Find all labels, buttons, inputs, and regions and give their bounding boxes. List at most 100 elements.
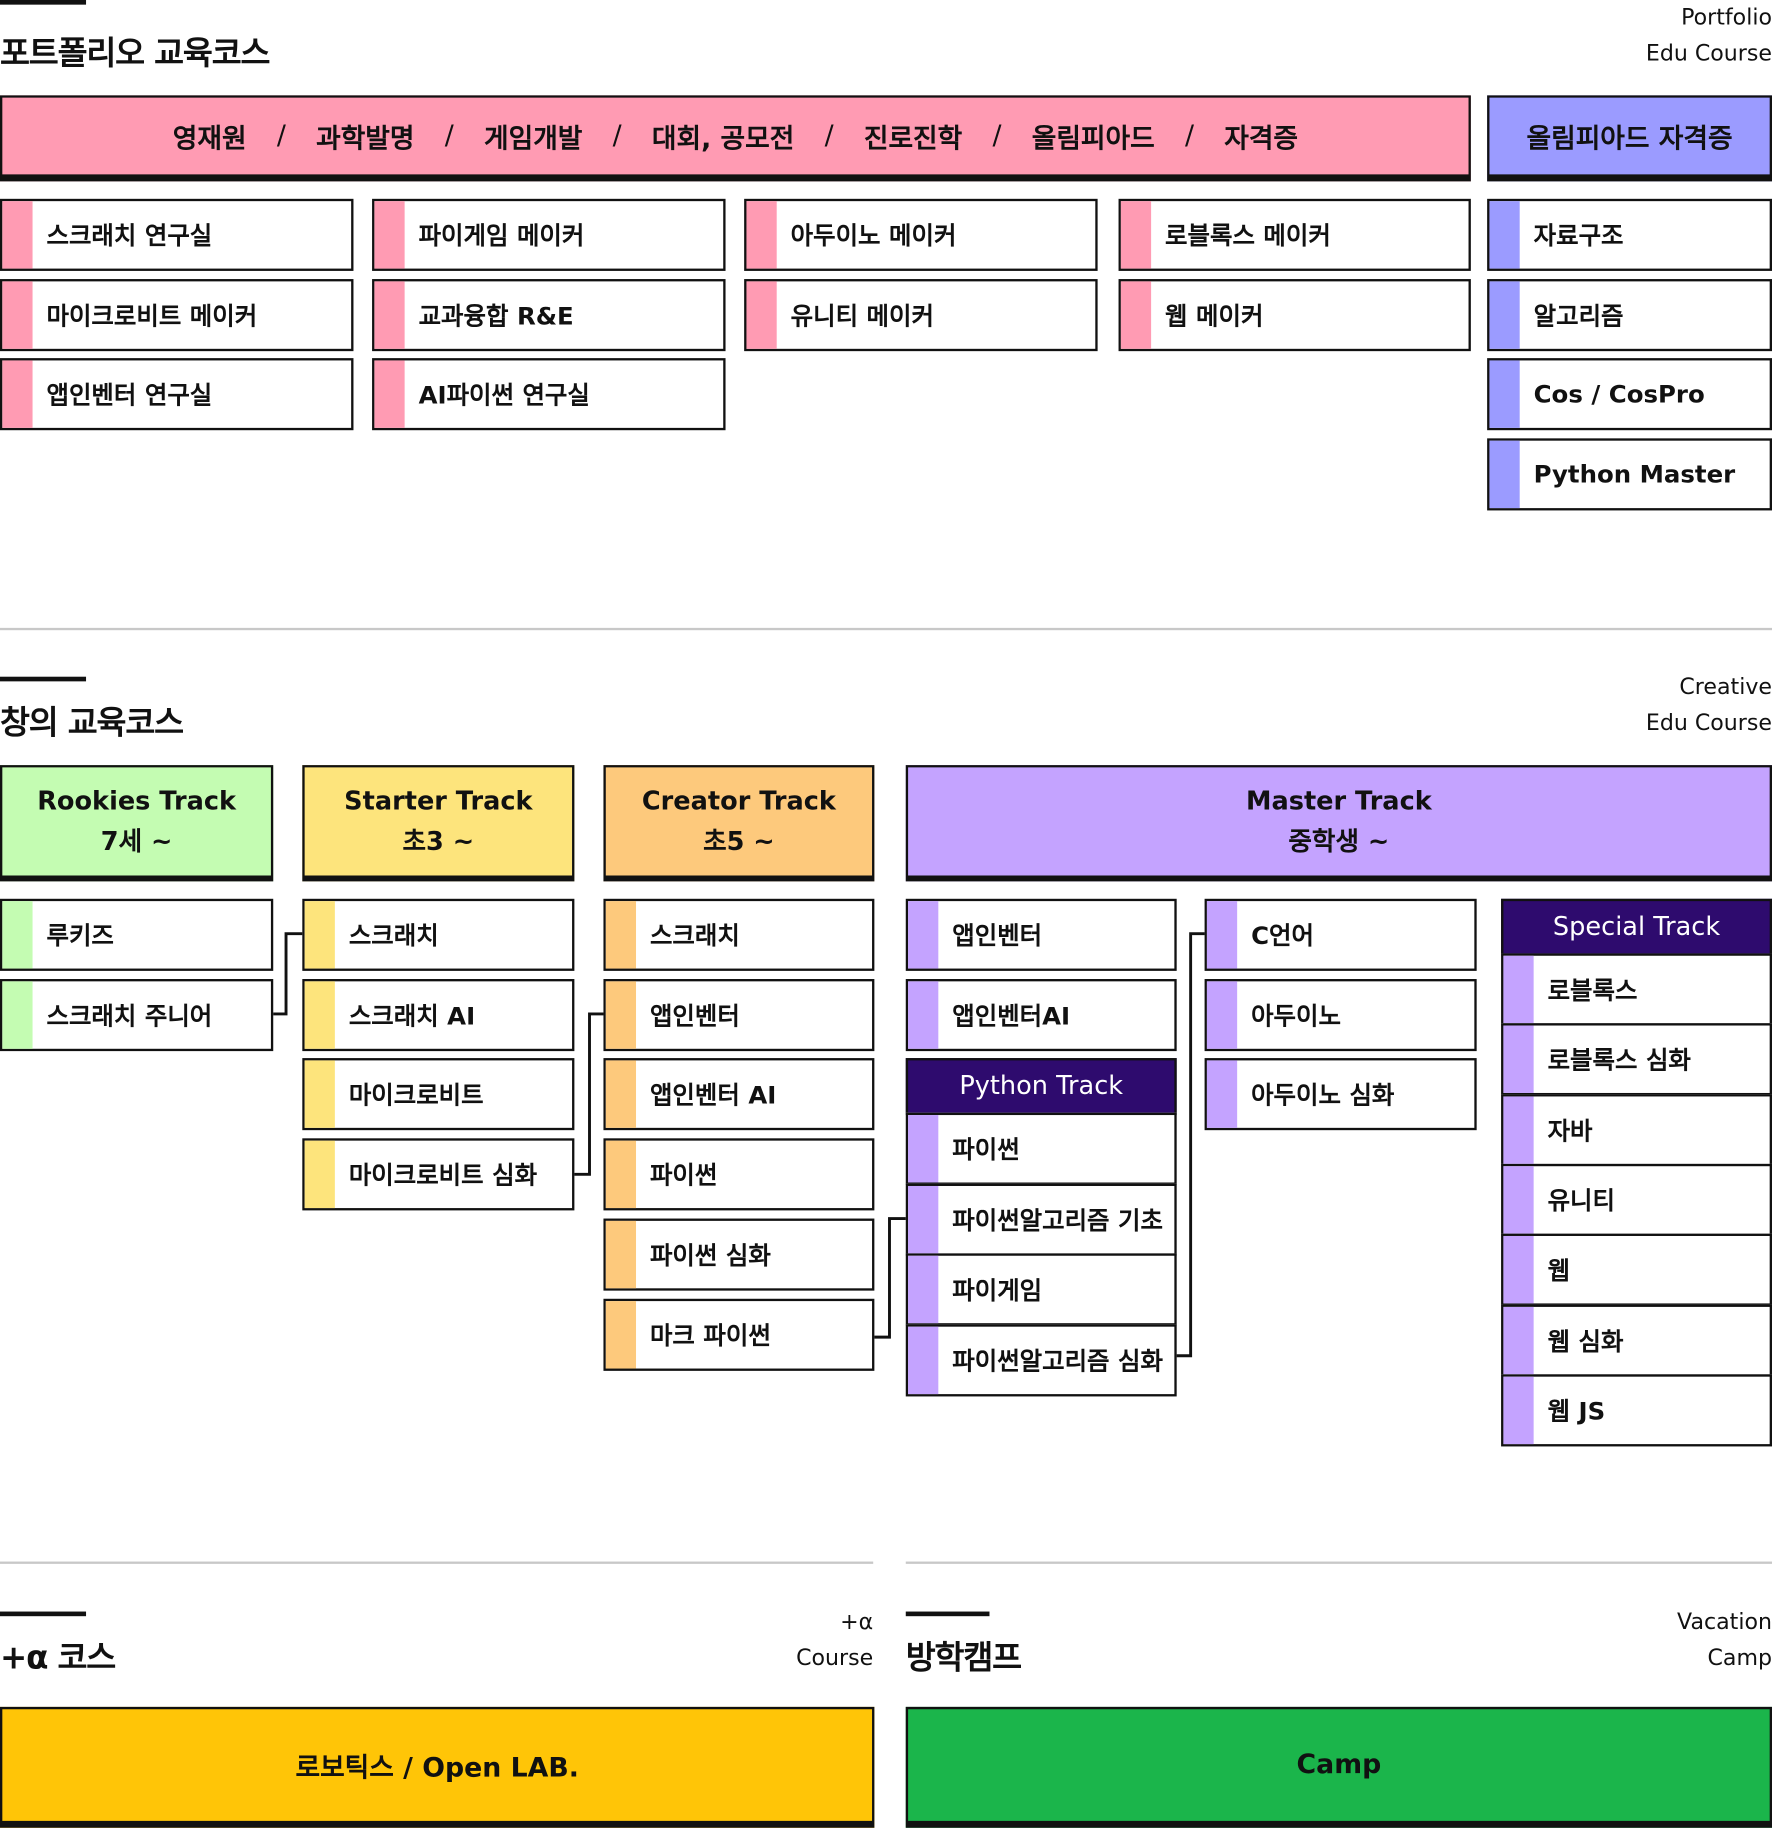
course-label: 로블록스 bbox=[1547, 976, 1638, 1005]
color-strip bbox=[908, 1115, 939, 1183]
color-strip bbox=[908, 1255, 939, 1324]
special-track-header: Special Track bbox=[1501, 898, 1772, 956]
special-course-item[interactable]: 웹 심화 bbox=[1501, 1304, 1772, 1377]
special-course-item[interactable]: 로블록스 심화 bbox=[1501, 1023, 1772, 1096]
section-divider bbox=[905, 1561, 1772, 1564]
separator: / bbox=[1184, 120, 1194, 152]
course-item[interactable]: 로블록스 메이커 bbox=[1118, 198, 1471, 271]
track-name: Rookies Track bbox=[37, 786, 237, 816]
track-age: 7세 ~ bbox=[100, 827, 173, 857]
color-strip bbox=[2, 901, 33, 969]
course-label: 자바 bbox=[1547, 1116, 1593, 1145]
course-item[interactable]: 스크래치 연구실 bbox=[0, 198, 354, 271]
course-item[interactable]: 유니티 메이커 bbox=[744, 278, 1098, 351]
course-item[interactable]: 아두이노 메이커 bbox=[744, 198, 1098, 271]
color-strip bbox=[605, 1220, 637, 1289]
course-item[interactable]: AI파이썬 연구실 bbox=[372, 358, 726, 431]
course-item[interactable]: 파이게임 메이커 bbox=[372, 198, 726, 271]
olympiad-course-item[interactable]: 알고리즘 bbox=[1487, 278, 1772, 351]
course-item[interactable]: 웹 메이커 bbox=[1118, 278, 1471, 351]
special-course-item[interactable]: 웹 bbox=[1501, 1233, 1772, 1306]
python-course-item[interactable]: 파이썬알고리즘 기초 bbox=[905, 1183, 1177, 1256]
special-course-item[interactable]: 웹 JS bbox=[1501, 1374, 1772, 1447]
course-label: 웹 JS bbox=[1547, 1397, 1606, 1426]
course-item[interactable]: 아두이노 심화 bbox=[1204, 1058, 1477, 1131]
olympiad-course-item[interactable]: 자료구조 bbox=[1487, 198, 1772, 271]
course-item[interactable]: 스크래치 AI bbox=[302, 978, 575, 1051]
course-item[interactable]: 앱인벤터 bbox=[603, 978, 875, 1051]
course-item[interactable]: 스크래치 bbox=[603, 898, 875, 971]
course-item[interactable]: 파이썬 심화 bbox=[603, 1218, 875, 1291]
color-strip bbox=[1503, 1306, 1534, 1374]
separator: / bbox=[992, 120, 1002, 152]
special-course-item[interactable]: 로블록스 bbox=[1501, 953, 1772, 1026]
track-header: Rookies Track 7세 ~ bbox=[0, 765, 274, 882]
course-item[interactable]: 스크래치 주니어 bbox=[0, 978, 274, 1051]
olympiad-course-item[interactable]: Cos / CosPro bbox=[1487, 358, 1772, 431]
color-strip bbox=[908, 980, 939, 1049]
subtitle-line: +α bbox=[840, 1609, 874, 1635]
course-item[interactable]: 마이크로비트 심화 bbox=[302, 1138, 575, 1211]
category-label: 과학발명 bbox=[316, 124, 415, 155]
subtitle-line: Portfolio bbox=[1681, 4, 1772, 31]
course-label: 앱인벤터 bbox=[649, 1001, 740, 1030]
color-strip bbox=[1503, 1166, 1534, 1234]
course-item[interactable]: 앱인벤터 bbox=[905, 898, 1177, 971]
python-course-item[interactable]: 파이썬 bbox=[905, 1112, 1177, 1185]
course-label: 자료구조 bbox=[1533, 222, 1624, 250]
track-name: Starter Track bbox=[344, 786, 533, 816]
course-label: 웹 bbox=[1547, 1257, 1571, 1286]
olympiad-course-item[interactable]: Python Master bbox=[1487, 437, 1772, 510]
course-item[interactable]: 루키즈 bbox=[0, 898, 274, 971]
color-strip bbox=[1489, 440, 1520, 508]
course-label: 파이썬 심화 bbox=[649, 1241, 771, 1270]
course-label: Cos / CosPro bbox=[1533, 380, 1705, 409]
course-label: 파이썬 bbox=[952, 1135, 1020, 1164]
course-label: 스크래치 주니어 bbox=[46, 1001, 213, 1030]
course-label: 파이게임 bbox=[952, 1276, 1043, 1305]
course-item[interactable]: 마크 파이썬 bbox=[603, 1298, 875, 1371]
track-age: 중학생 ~ bbox=[1288, 827, 1390, 857]
python-track-header: Python Track bbox=[905, 1058, 1177, 1116]
category-label: 올림피아드 bbox=[1031, 124, 1155, 155]
course-label: 웹 심화 bbox=[1547, 1327, 1624, 1356]
color-strip bbox=[605, 980, 637, 1049]
color-strip bbox=[2, 280, 33, 349]
color-strip bbox=[746, 201, 777, 269]
special-course-item[interactable]: 자바 bbox=[1501, 1093, 1772, 1166]
course-item[interactable]: 앱인벤터 연구실 bbox=[0, 358, 354, 431]
olympiad-banner: 올림피아드 자격증 bbox=[1487, 95, 1772, 182]
track-age: 초5 ~ bbox=[703, 827, 775, 857]
course-label: Python Master bbox=[1533, 459, 1736, 488]
section-accent-line bbox=[905, 1611, 990, 1617]
course-item[interactable]: 파이썬 bbox=[603, 1138, 875, 1211]
course-item[interactable]: 앱인벤터 AI bbox=[603, 1058, 875, 1131]
course-label: 스크래치 연구실 bbox=[46, 222, 213, 250]
color-strip bbox=[1206, 980, 1238, 1049]
color-strip bbox=[304, 1140, 335, 1209]
course-label: 알고리즘 bbox=[1533, 301, 1624, 330]
course-item[interactable]: 마이크로비트 메이커 bbox=[0, 278, 354, 351]
portfolio-title: 포트폴리오 교육코스 bbox=[0, 33, 270, 73]
course-item[interactable]: 앱인벤터AI bbox=[905, 978, 1177, 1051]
python-course-item[interactable]: 파이썬알고리즘 심화 bbox=[905, 1323, 1177, 1396]
course-item[interactable]: 마이크로비트 bbox=[302, 1058, 575, 1131]
plus-title: +α 코스 bbox=[0, 1638, 116, 1677]
course-item[interactable]: C언어 bbox=[1204, 898, 1477, 971]
course-item[interactable]: 교과융합 R&E bbox=[372, 278, 726, 351]
separator: / bbox=[612, 120, 622, 152]
special-course-item[interactable]: 유니티 bbox=[1501, 1163, 1772, 1236]
course-label: C언어 bbox=[1251, 922, 1314, 950]
course-item[interactable]: 아두이노 bbox=[1204, 978, 1477, 1051]
python-course-item[interactable]: 파이게임 bbox=[905, 1253, 1177, 1326]
course-label: 아두이노 심화 bbox=[1251, 1081, 1395, 1110]
color-strip bbox=[908, 1326, 939, 1394]
color-strip bbox=[2, 201, 33, 269]
course-label: 스크래치 AI bbox=[348, 1001, 476, 1030]
course-label: 마이크로비트 심화 bbox=[348, 1161, 538, 1190]
portfolio-category-banner: 영재원/과학발명/게임개발/대회, 공모전/진로진학/올림피아드/자격증 bbox=[0, 95, 1471, 182]
separator: / bbox=[824, 120, 834, 152]
course-item[interactable]: 스크래치 bbox=[302, 898, 575, 971]
